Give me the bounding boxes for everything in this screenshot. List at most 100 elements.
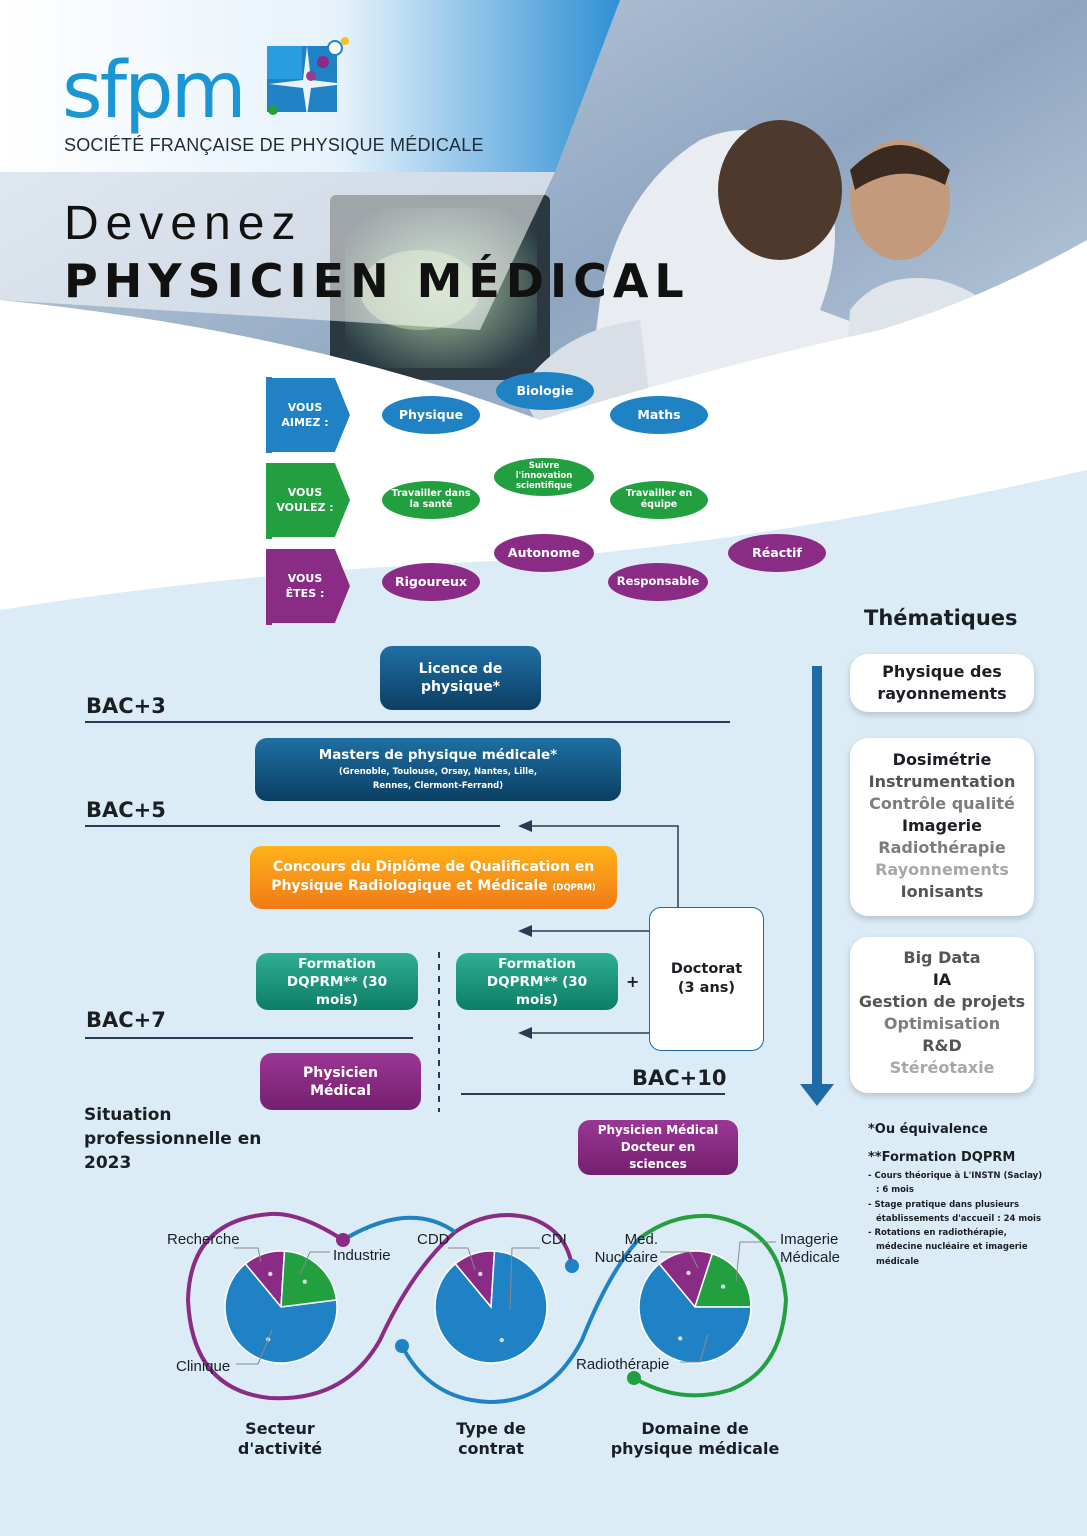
- pie-contrat: [434, 1250, 548, 1364]
- formation-box-2: Formation DQPRM** (30 mois): [456, 953, 618, 1010]
- level-bac3: BAC+3: [86, 694, 166, 718]
- label-industrie: Industrie: [333, 1247, 391, 1264]
- pie-slice-industrie: [280, 1250, 338, 1308]
- pill-physique: Physique: [382, 396, 480, 434]
- level-bac7: BAC+7: [86, 1008, 166, 1032]
- footnote-item: Stage pratique dans plusieurs établissem…: [866, 1198, 1046, 1227]
- pill-maths: Maths: [610, 396, 708, 434]
- concours-line-2: Physique Radiologique et Médicale: [271, 877, 548, 894]
- swirl-dot: [336, 1233, 350, 1247]
- brand-wordmark: sfpm: [62, 46, 247, 136]
- theme-stereotaxie: Stéréotaxie: [889, 1058, 995, 1077]
- bac5-rule: [85, 825, 500, 827]
- theme-big-data: Big Data: [903, 948, 981, 967]
- theme-optimisation: Optimisation: [883, 1014, 1001, 1033]
- pill-biologie: Biologie: [496, 372, 594, 410]
- pie-label-dot: [686, 1270, 691, 1276]
- theme-radiotherapie: Radiothérapie: [878, 838, 1006, 857]
- pie-label-dot: [499, 1337, 504, 1343]
- swirl-blue: [400, 1236, 642, 1405]
- theme-ia: IA: [932, 970, 952, 989]
- concours-box: Concours du Diplôme de Qualification en …: [250, 846, 617, 909]
- label-radiotherapie: Radiothérapie: [576, 1356, 670, 1373]
- theme-controle-qualite: Contrôle qualité: [869, 794, 1015, 813]
- footnote-formation-title: **Formation DQPRM: [868, 1150, 1016, 1165]
- masters-cities: (Grenoble, Toulouse, Orsay, Nantes, Lill…: [338, 766, 538, 791]
- brand-subtitle: SOCIÉTÉ FRANÇAISE DE PHYSIQUE MÉDICALE: [64, 135, 484, 155]
- concours-line-1: Concours du Diplôme de Qualification en: [272, 858, 595, 875]
- situation-title: Situation professionnelle en 2023: [84, 1105, 262, 1173]
- theme-imagerie: Imagerie: [902, 816, 982, 835]
- theme-card-1: Physique des rayonnements: [850, 654, 1034, 712]
- bac10-rule: [461, 1093, 725, 1095]
- footnote-formation-list: Cours théorique à L'INSTN (Saclay) : 6 m…: [866, 1169, 1046, 1269]
- theme-dosimetrie: Dosimétrie: [892, 750, 992, 769]
- charts-svg: [185, 1211, 789, 1405]
- pill-innovation: Suivre l'innovation scientifique: [494, 458, 594, 496]
- theme-gestion-projets: Gestion de projets: [858, 992, 1026, 1011]
- pill-reactif: Réactif: [728, 534, 826, 572]
- label-imagerie-medicale: Imagerie Médicale: [780, 1231, 841, 1266]
- pie-label-dot: [678, 1336, 683, 1341]
- pie-slice-imagerie-m-dicale: [693, 1252, 752, 1308]
- pie-slice-cdi: [434, 1250, 548, 1364]
- chart-title-domaine: Domaine de physique médicale: [610, 1419, 780, 1458]
- theme-rd: R&D: [922, 1036, 962, 1055]
- label-cdd: CDD: [417, 1231, 450, 1248]
- label-med-nucleaire: Med. Nucléaire: [594, 1231, 658, 1266]
- physicien-docteur-box: Physicien Médical Docteur en sciences: [578, 1120, 738, 1175]
- footnote-equivalence: *Ou équivalence: [868, 1122, 988, 1137]
- row-tag-aimez: VOUS AIMEZ :: [266, 378, 350, 452]
- theme-card-3: Big Data IA Gestion de projets Optimisat…: [850, 937, 1034, 1093]
- hero-banner: sfpm SOCIÉTÉ FRANÇAISE DE PHYSIQUE MÉDIC…: [0, 0, 1087, 620]
- swirl-blue-top: [341, 1215, 457, 1242]
- concours-abbr: (DQPRM): [552, 882, 596, 893]
- chart-title-contrat: Type de contrat: [456, 1419, 526, 1458]
- footnote-item: Cours théorique à L'INSTN (Saclay) : 6 m…: [866, 1169, 1046, 1198]
- masters-title: Masters de physique médicale*: [318, 746, 558, 763]
- physicien-box: Physicien Médical: [260, 1053, 421, 1110]
- bac7-rule: [85, 1037, 413, 1039]
- sfpm-logo-icon: [267, 37, 349, 116]
- themes-title: Thématiques: [864, 606, 1018, 630]
- licence-box: Licence de physique*: [380, 646, 541, 710]
- row-tag-etes: VOUS ÊTES :: [266, 549, 350, 623]
- pill-travailler-sante: Travailler dans la santé: [382, 481, 480, 519]
- bac3-rule: [85, 721, 730, 723]
- theme-1-line-2: rayonnements: [877, 684, 1007, 703]
- headline-line-1: Devenez: [64, 197, 303, 250]
- theme-ionisants: Ionisants: [900, 882, 984, 901]
- pill-travailler-equipe: Travailler en équipe: [610, 481, 708, 519]
- swirl-dot: [395, 1339, 409, 1353]
- pie-label-dot: [268, 1271, 273, 1277]
- label-clinique: Clinique: [176, 1358, 231, 1375]
- chart-title-secteur: Secteur d'activité: [237, 1419, 323, 1458]
- pill-rigoureux: Rigoureux: [382, 563, 480, 601]
- level-bac5: BAC+5: [86, 798, 166, 822]
- doctorat-box: Doctorat (3 ans): [649, 907, 764, 1051]
- footnote-item: Rotations en radiothérapie, médecine nuc…: [866, 1226, 1046, 1269]
- pie-secteur: [224, 1250, 338, 1364]
- theme-rayonnements: Rayonnements: [875, 860, 1009, 879]
- masters-box: Masters de physique médicale* (Grenoble,…: [255, 738, 621, 801]
- swirl-green: [632, 1213, 789, 1398]
- pill-autonome: Autonome: [494, 534, 594, 572]
- pie-domaine: [638, 1250, 752, 1364]
- pie-label-dot: [302, 1279, 307, 1284]
- pie-label-dot: [478, 1271, 483, 1277]
- level-bac10: BAC+10: [632, 1066, 727, 1090]
- label-cdi: CDI: [541, 1231, 567, 1248]
- theme-card-2: Dosimétrie Instrumentation Contrôle qual…: [850, 738, 1034, 916]
- swirl-purple: [185, 1211, 574, 1401]
- pie-label-dot: [720, 1284, 726, 1289]
- path-connectors: [438, 666, 834, 1112]
- label-recherche: Recherche: [167, 1231, 240, 1248]
- row-tag-voulez: VOUS VOULEZ :: [266, 463, 350, 537]
- theme-instrumentation: Instrumentation: [868, 772, 1016, 791]
- swirl-dot: [565, 1259, 579, 1273]
- formation-box-1: Formation DQPRM** (30 mois): [256, 953, 418, 1010]
- theme-1-line-1: Physique des: [882, 662, 1002, 681]
- swirl-dot: [627, 1371, 641, 1385]
- plus-sign: +: [626, 972, 640, 991]
- pie-slice-radioth-rapie: [638, 1262, 752, 1364]
